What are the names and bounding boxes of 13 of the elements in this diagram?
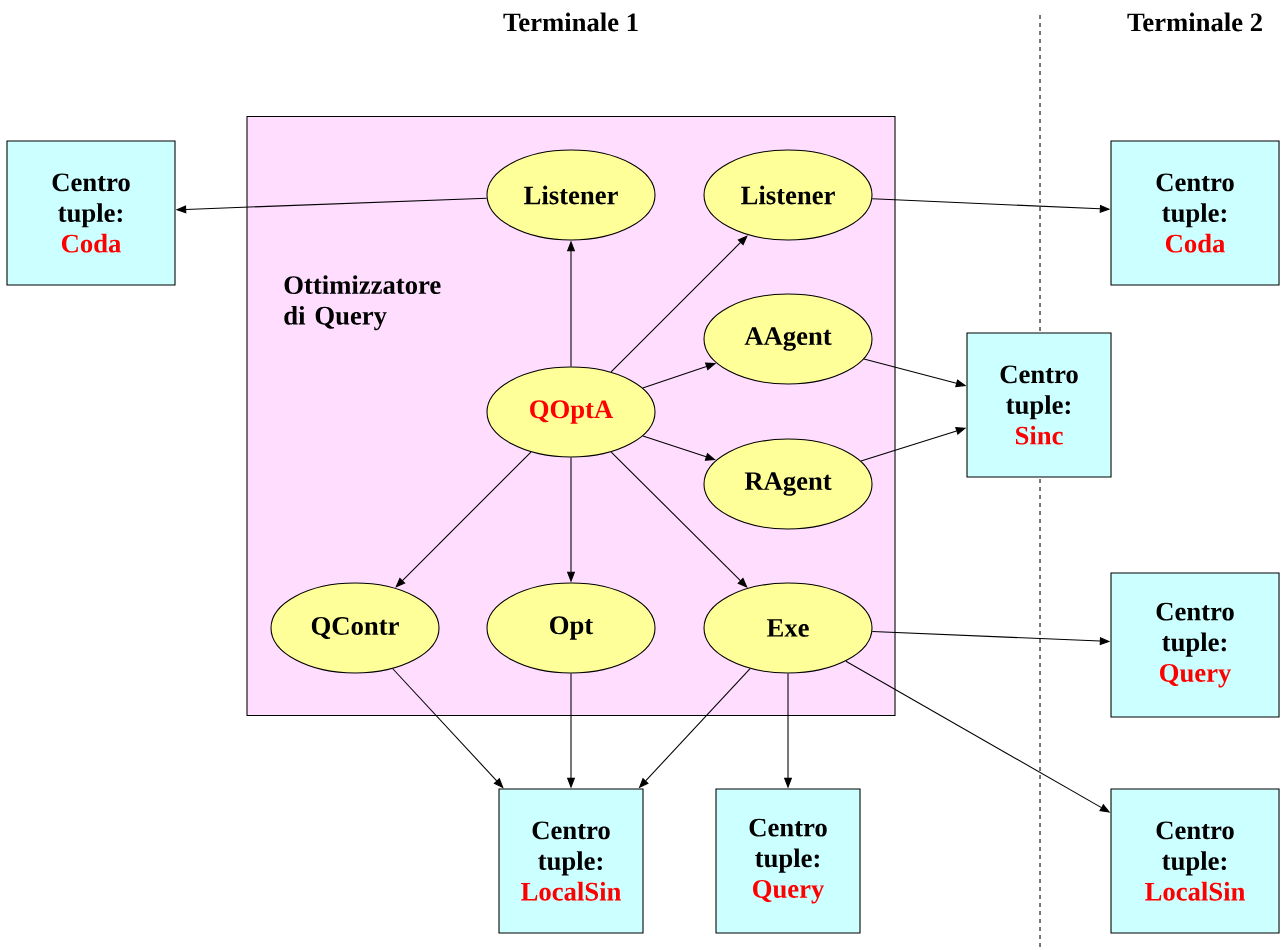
tuple-center-box: Centro tuple: LocalSin xyxy=(1110,788,1280,934)
terminal-heading: Terminale 2 xyxy=(1127,12,1262,32)
arrow xyxy=(610,235,748,373)
tuple-center-box: Centro tuple: Sinc xyxy=(966,332,1112,478)
tuple-center-box: Centro tuple: LocalSin xyxy=(498,788,644,934)
arrow xyxy=(395,451,532,588)
tuple-center-box: Centro tuple: Coda xyxy=(1110,140,1280,286)
arrow xyxy=(642,435,716,461)
arrow xyxy=(610,451,748,588)
tuple-center-box: Centro tuple: Query xyxy=(1110,572,1280,718)
tuple-center-box: Centro tuple: Coda xyxy=(6,140,176,286)
terminal-heading: Terminale 1 xyxy=(503,12,638,32)
tuple-center-box: Centro tuple: Query xyxy=(715,788,861,934)
